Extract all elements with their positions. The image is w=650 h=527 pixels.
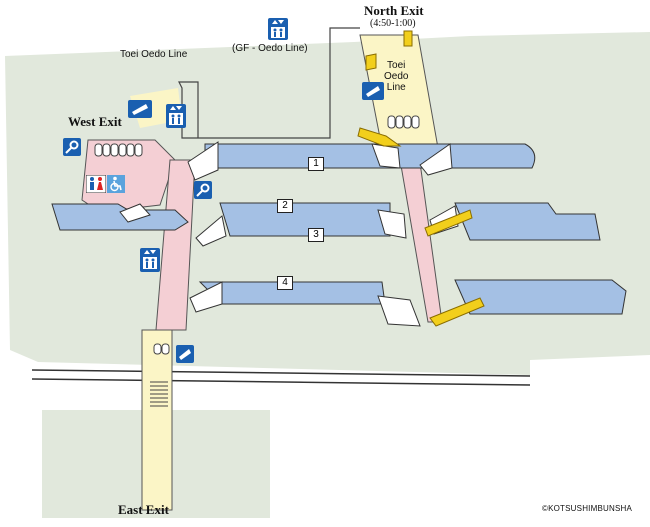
escalators [357, 30, 485, 327]
street-lines [31, 369, 531, 386]
ticket-gate-icon [128, 100, 152, 118]
west-exit-label: West Exit [68, 114, 122, 129]
lost-and-found-icon [194, 181, 212, 199]
platform-number: 2 [277, 199, 293, 213]
platform-number: 4 [277, 276, 293, 290]
ticket-gates [94, 115, 420, 355]
wheelchair-icon [107, 175, 125, 193]
elevator-icon [140, 248, 160, 272]
elevator-note: (GF - Oedo Line) [232, 43, 308, 54]
restroom-icon [86, 175, 106, 193]
lost-and-found-icon [63, 138, 81, 156]
elevator-icon [166, 104, 186, 128]
platforms [51, 143, 627, 315]
west-vertical-concourse [155, 159, 196, 331]
ticket-gate-icon [176, 345, 194, 363]
platform-number: 1 [308, 157, 324, 171]
ticket-gate-icon [362, 82, 384, 100]
elevator-icon [268, 18, 288, 40]
ground-area [5, 32, 650, 518]
east-exit-label: East Exit [118, 502, 169, 517]
west-concourse [81, 139, 176, 213]
oedo-line-label-north: Toei Oedo Line [384, 60, 409, 93]
east-exit-walkway [141, 329, 173, 511]
north-exit-label: North Exit [364, 3, 424, 18]
copyright: ©KOTSUSHIMBUNSHA [542, 504, 632, 513]
oedo-line-label-west: Toei Oedo Line [120, 49, 188, 60]
stairs [119, 141, 459, 327]
north-exit-hours: (4:50-1:00) [370, 18, 416, 29]
platform-number: 3 [308, 228, 324, 242]
